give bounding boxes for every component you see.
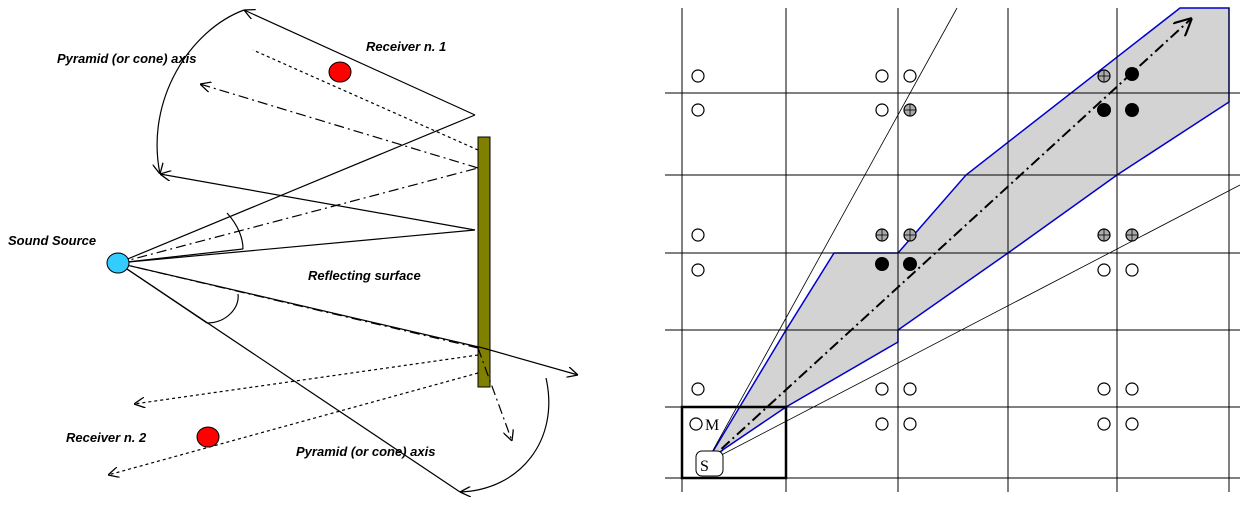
left-diagram: Receiver n. 1 Pyramid (or cone) axis Sou… [8,10,578,492]
reflected-rays-top [157,10,479,231]
receiver-1-label: Receiver n. 1 [366,39,446,54]
receiver-2-label: Receiver n. 2 [66,430,147,445]
microphone-marker-label: M [705,417,719,434]
reflecting-surface-label: Reflecting surface [308,268,421,283]
reflected-rays-bottom [108,347,578,492]
source-rays [117,114,484,493]
beam-tube [705,7,1230,464]
beam-axis [705,18,1192,464]
reflecting-surface [477,136,491,388]
source-marker [695,450,724,477]
angle-arcs [206,212,244,324]
receivers-partial-hatch [876,70,1138,241]
axis-label-top: Pyramid (or cone) axis [57,51,196,66]
right-diagram: S M [665,7,1241,492]
axis-label-bottom: Pyramid (or cone) axis [296,444,435,459]
receiver-2-dot [196,426,220,448]
source-marker-label: S [700,458,709,475]
source-box [680,405,788,480]
receiver-1-dot [328,61,352,83]
dash-dot-rays [117,167,479,349]
receivers-hit [875,67,1139,271]
sound-source-dot [106,252,130,274]
outer-bounds [705,7,1241,464]
sound-source-label: Sound Source [8,233,96,248]
receivers-unhit [689,69,1139,431]
